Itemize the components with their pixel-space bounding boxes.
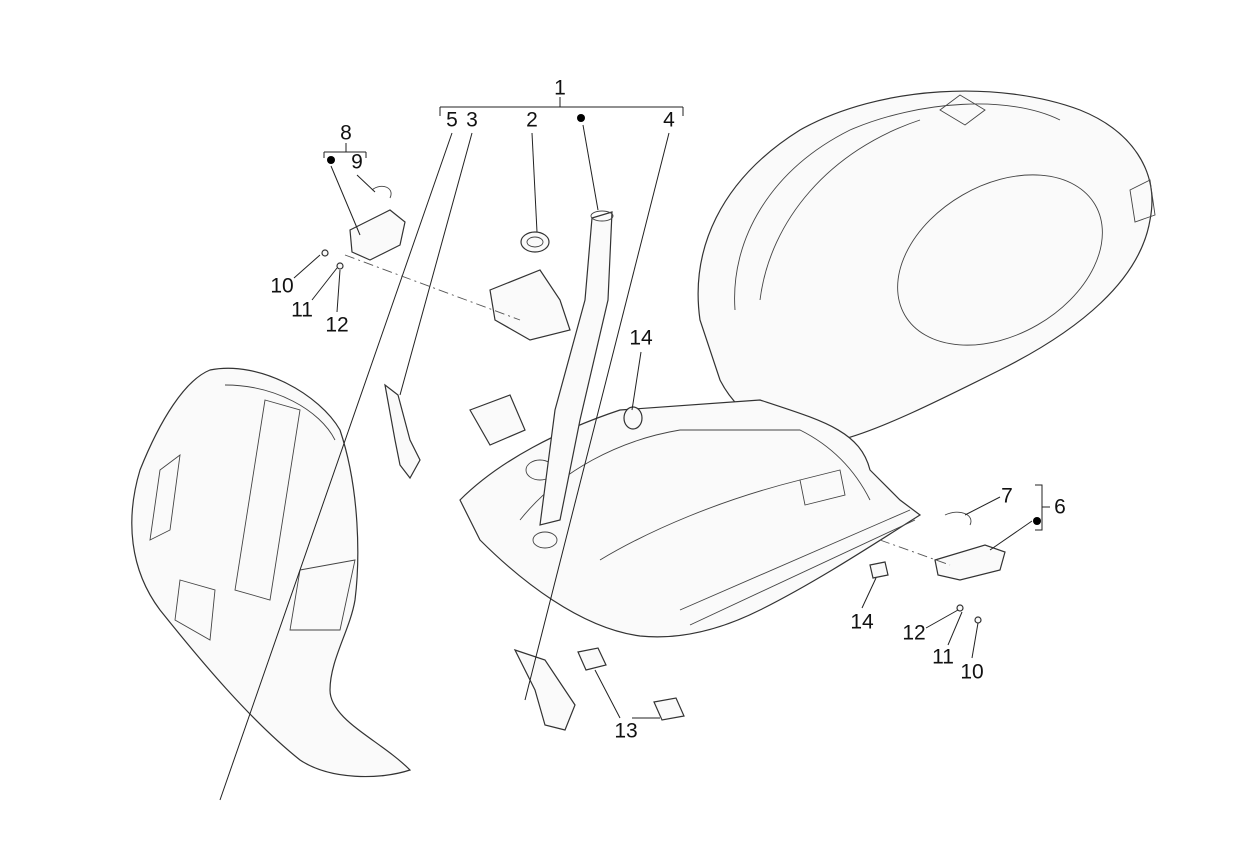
steering-tube <box>469 210 614 526</box>
callout-4: 4 <box>663 108 675 132</box>
rear-body-shell <box>697 90 1156 443</box>
legshield <box>131 367 412 778</box>
callout-10: 10 <box>270 274 294 298</box>
callout-5: 5 <box>446 108 458 132</box>
callout-brackets <box>323 97 1050 531</box>
callout-11: 11 <box>291 298 313 322</box>
callout-10: 10 <box>960 660 984 684</box>
part-3-bracket <box>384 383 421 480</box>
callout-7: 7 <box>1001 484 1013 508</box>
callout-6: 6 <box>1054 495 1066 519</box>
part-14-grommet <box>623 406 643 430</box>
part-8-hook-assembly <box>321 185 406 270</box>
leader-lines <box>219 124 1033 801</box>
part-13-plugs <box>577 647 685 721</box>
callout-11: 11 <box>932 645 954 669</box>
callout-8: 8 <box>340 121 352 145</box>
callout-2: 2 <box>526 108 538 132</box>
callout-3: 3 <box>466 108 478 132</box>
frame-floor <box>459 399 922 638</box>
callout-13: 13 <box>614 719 638 743</box>
callout-1: 1 <box>554 76 566 100</box>
callout-9: 9 <box>351 150 363 174</box>
part-2-ring <box>520 231 550 253</box>
callout-14: 14 <box>850 610 874 634</box>
callout-14: 14 <box>629 326 653 350</box>
callout-12: 12 <box>325 313 349 337</box>
part-6-hook-assembly <box>869 511 1006 624</box>
part-4-cover <box>513 648 576 731</box>
callout-12: 12 <box>902 621 926 645</box>
